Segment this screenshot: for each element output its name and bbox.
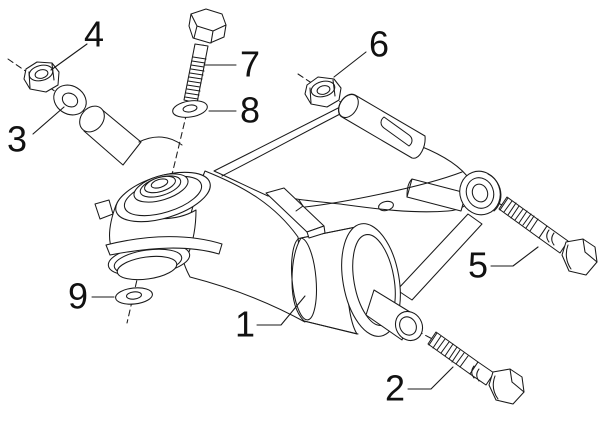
callout-label-8: 8 (239, 89, 261, 131)
callout-label-3: 3 (6, 118, 28, 160)
hex-bolt-5-drawing (498, 196, 598, 276)
callout-label-9: 9 (67, 275, 89, 317)
callout-label-7: 7 (239, 43, 261, 85)
callout-label-5: 5 (467, 244, 489, 286)
callout-label-2: 2 (384, 367, 406, 409)
hex-bolt-2-drawing (427, 331, 525, 405)
hex-nut-4-drawing (23, 61, 60, 93)
callout-label-4: 4 (83, 13, 105, 55)
washer-3-drawing (53, 84, 87, 116)
callout-label-1: 1 (234, 303, 256, 345)
leader-lines (32, 43, 539, 390)
hex-nut-6-drawing (304, 76, 342, 108)
callout-label-6: 6 (368, 23, 390, 65)
washer-9-drawing (115, 287, 153, 305)
washer-8-drawing (172, 100, 208, 118)
hex-bolt-top-drawing (183, 8, 227, 104)
swinging-arm-assembly-drawing (79, 93, 502, 342)
